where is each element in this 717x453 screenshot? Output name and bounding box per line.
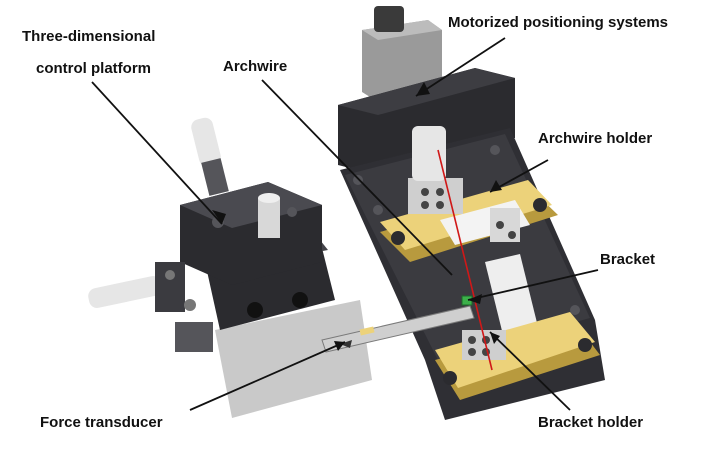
screw-icon	[373, 205, 383, 215]
arrowhead-icon	[212, 210, 226, 224]
archwire	[437, 149, 493, 371]
rail-slot	[485, 254, 540, 343]
side-micrometer-mount	[155, 262, 185, 312]
label-three-dimensional-line1: Three-dimensional	[22, 28, 156, 45]
screw-icon	[508, 231, 516, 239]
screw-icon	[421, 201, 429, 209]
screw-icon	[287, 207, 297, 217]
screw-icon	[490, 145, 500, 155]
top-micrometer	[191, 117, 221, 167]
screw-icon	[578, 338, 592, 352]
screw-icon	[436, 201, 444, 209]
arrowhead-icon	[334, 341, 345, 351]
leader-line-platform	[91, 81, 223, 225]
screw-icon	[468, 336, 476, 344]
label-archwire: Archwire	[223, 58, 288, 75]
force-transducer-beam	[321, 305, 475, 353]
screw-icon	[247, 302, 263, 318]
leader-lines	[91, 37, 599, 411]
screw-icon	[468, 348, 476, 356]
screw-icon	[184, 299, 196, 311]
clamp-cylinder	[412, 126, 446, 181]
base-plate	[215, 300, 372, 418]
archwire-holder	[380, 126, 558, 262]
screw-icon	[391, 231, 405, 245]
label-three-dimensional-line2: control platform	[36, 60, 151, 77]
screw-icon	[436, 188, 444, 196]
force-transducer	[321, 305, 475, 353]
label-force-transducer: Force transducer	[40, 414, 163, 431]
motor-body	[362, 20, 442, 102]
leader-line-motor	[415, 37, 506, 97]
top-micrometer-barrel	[201, 158, 229, 196]
arrowhead-icon	[468, 294, 482, 304]
arrowhead-icon	[416, 82, 430, 96]
screw-icon	[443, 371, 457, 385]
transducer-arrow-icon	[340, 340, 352, 348]
screw-icon	[421, 188, 429, 196]
clamp-block	[408, 178, 463, 214]
leader-line-force-transducer	[189, 341, 346, 411]
screw-icon	[533, 198, 547, 212]
label-archwire-holder: Archwire holder	[538, 130, 653, 147]
motor-shaft	[374, 6, 404, 32]
bracket-holder-top	[435, 312, 595, 388]
screw-icon	[292, 292, 308, 308]
side-micrometer	[88, 276, 162, 308]
leader-line-archwire	[261, 79, 453, 276]
screw-icon	[353, 175, 363, 185]
leader-line-bracket-holder	[489, 331, 571, 411]
bracket-holder	[435, 312, 600, 400]
vertical-knob-top	[258, 193, 280, 203]
vertical-knob	[258, 198, 280, 238]
screw-icon	[165, 270, 175, 280]
lower-mount	[175, 322, 213, 352]
three-dimensional-control-platform	[88, 117, 372, 418]
strain-gauge	[359, 326, 375, 336]
label-motorized-positioning-systems: Motorized positioning systems	[448, 14, 669, 31]
screw-icon	[570, 305, 580, 315]
screw-icon	[496, 221, 504, 229]
arrowhead-icon	[490, 332, 500, 344]
label-bracket: Bracket	[600, 251, 656, 268]
arrowhead-icon	[490, 180, 502, 192]
label-bracket-holder: Bracket holder	[538, 414, 644, 431]
leader-line-bracket	[467, 269, 599, 301]
